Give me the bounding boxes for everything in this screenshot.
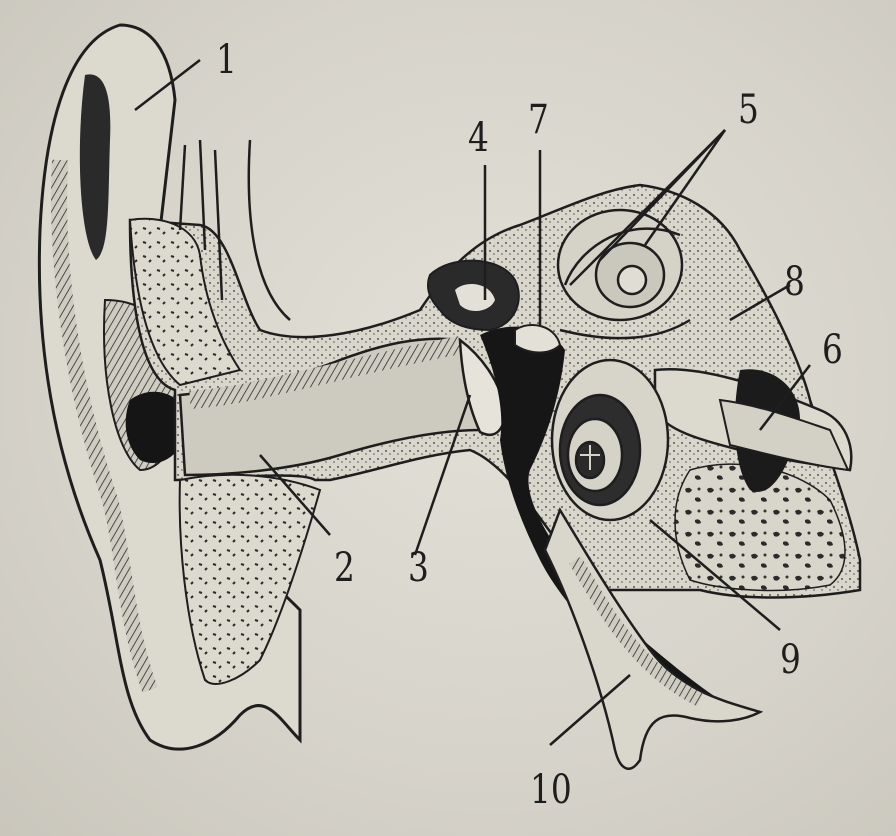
label-4: 4 <box>468 118 489 158</box>
label-10: 10 <box>530 770 572 810</box>
label-8: 8 <box>784 262 805 302</box>
label-6: 6 <box>822 330 843 370</box>
label-3: 3 <box>408 548 429 588</box>
label-5: 5 <box>738 90 759 130</box>
label-7: 7 <box>528 100 549 140</box>
cochlea <box>552 360 668 520</box>
label-1: 1 <box>216 40 237 80</box>
label-2: 2 <box>334 548 355 588</box>
label-9: 9 <box>780 640 801 680</box>
